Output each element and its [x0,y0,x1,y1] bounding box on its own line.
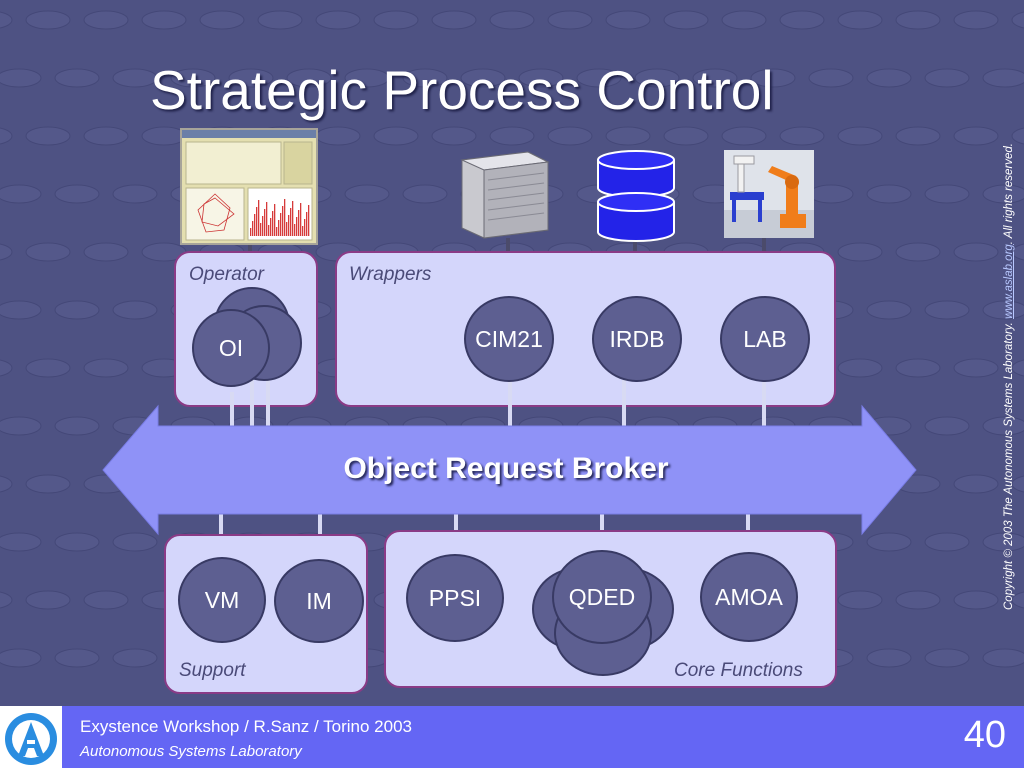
core-functions-label: Core Functions [674,660,803,681]
im-node[interactable]: IM [274,559,364,643]
qded-node[interactable]: QDED [552,550,652,644]
object-request-broker-label: Object Request Broker [343,452,669,485]
slide-title: Strategic Process Control [150,59,774,121]
aslab-logo-icon [5,713,57,765]
operator-interface-screenshot [180,128,318,245]
oi-bus-connector-1 [230,392,234,432]
cim21-node[interactable]: CIM21 [464,296,554,382]
oi-bus-connector-2 [250,380,254,432]
operator-label: Operator [189,264,264,285]
aslab-logo [0,706,62,768]
wrappers-label: Wrappers [349,264,432,285]
footer-event: Exystence Workshop / R.Sanz / Torino 200… [80,717,412,736]
oi-node[interactable]: OI [192,309,270,387]
oi-bus-connector-3 [266,380,270,432]
lab-node[interactable]: LAB [720,296,810,382]
screenshot-image [182,130,316,241]
cim21-bus-connector [508,380,512,432]
page-number: 40 [963,714,1006,756]
irdb-node[interactable]: IRDB [592,296,682,382]
irdb-bus-connector [622,380,626,432]
footer-bar: Exystence Workshop / R.Sanz / Torino 200… [0,706,1024,768]
lab-robot-icon [724,150,814,238]
operator-connector [248,245,252,255]
irdb-database-icon [597,150,675,242]
vm-node[interactable]: VM [178,557,266,643]
ppsi-node[interactable]: PPSI [406,554,504,642]
footer-lab: Autonomous Systems Laboratory [80,743,302,760]
lab-bus-connector [762,380,766,432]
cim21-server-rack-icon [460,151,550,239]
support-label: Support [179,660,246,681]
amoa-node[interactable]: AMOA [700,552,798,642]
